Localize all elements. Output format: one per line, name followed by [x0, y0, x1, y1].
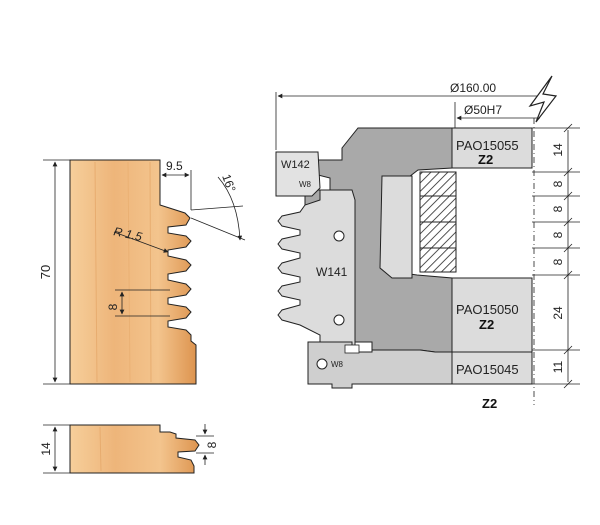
height-dimensions: 14 8 8 8 8 24 11 — [532, 123, 580, 389]
knife-top-w142 — [275, 151, 321, 197]
bolt-base — [316, 358, 328, 370]
dimension-pitch-8: 8 — [106, 289, 170, 317]
part-box-mid — [451, 277, 533, 353]
diameter-dimensions: Ø160.00 Ø50H7 — [275, 75, 558, 405]
spacer-height-4: 8 — [551, 258, 565, 265]
screw-slot — [344, 344, 360, 354]
spacer-height-3: 8 — [551, 231, 565, 238]
rotation-arrow-icon — [528, 75, 558, 123]
small-height-14-label: 14 — [39, 442, 53, 456]
bore-label: Ø50H7 — [464, 103, 502, 117]
bolt-lower — [333, 314, 345, 326]
screw-top-label: W8 — [299, 180, 312, 189]
angle-16-label: 16° — [219, 172, 238, 194]
height-24-label: 24 — [551, 306, 565, 320]
radius-callout: R 1.5 — [112, 224, 169, 253]
height-14-label: 14 — [551, 143, 565, 157]
bottom-z-label: Z2 — [482, 396, 497, 411]
dimension-angle-16: 16° — [190, 172, 246, 241]
part-box-top — [451, 127, 533, 169]
height-11-label: 11 — [551, 360, 565, 373]
part-code-3: PAO15045 — [456, 362, 519, 377]
part-code-2: PAO15050 — [456, 302, 519, 317]
bolt-upper — [333, 230, 345, 242]
radius-label: R 1.5 — [112, 224, 143, 244]
small-pitch-8-label: 8 — [205, 441, 219, 448]
part-z-2: Z2 — [479, 317, 494, 332]
pitch-8-label: 8 — [106, 303, 120, 310]
wood-block-small — [69, 424, 200, 474]
workpiece-small: 14 8 — [39, 424, 219, 474]
knife-main-label: W141 — [316, 265, 348, 279]
workpiece-profile — [69, 159, 197, 385]
depth-9-5-label: 9.5 — [166, 159, 183, 173]
part-z-1: Z2 — [478, 152, 493, 167]
height-70-label: 70 — [38, 265, 53, 279]
spacer-height-1: 8 — [551, 180, 565, 187]
knife-top-label: W142 — [281, 159, 310, 171]
dimension-depth-9-5: 9.5 — [159, 159, 192, 210]
part-code-1: PAO15055 — [456, 138, 519, 153]
body-channel — [379, 175, 413, 279]
cutter-head: W142 W8 W141 W8 PAO15055 Z2 PAO15050 Z2 … — [275, 127, 533, 411]
part-box-bottom — [451, 351, 533, 385]
screw-bottom-label: W8 — [331, 360, 344, 369]
spacer-height-2: 8 — [551, 205, 565, 212]
knife-main-w141 — [277, 189, 356, 347]
diameter-label: Ø160.00 — [450, 81, 496, 95]
wood-block-large — [69, 159, 197, 385]
dimension-height-70: 70 — [38, 159, 70, 385]
